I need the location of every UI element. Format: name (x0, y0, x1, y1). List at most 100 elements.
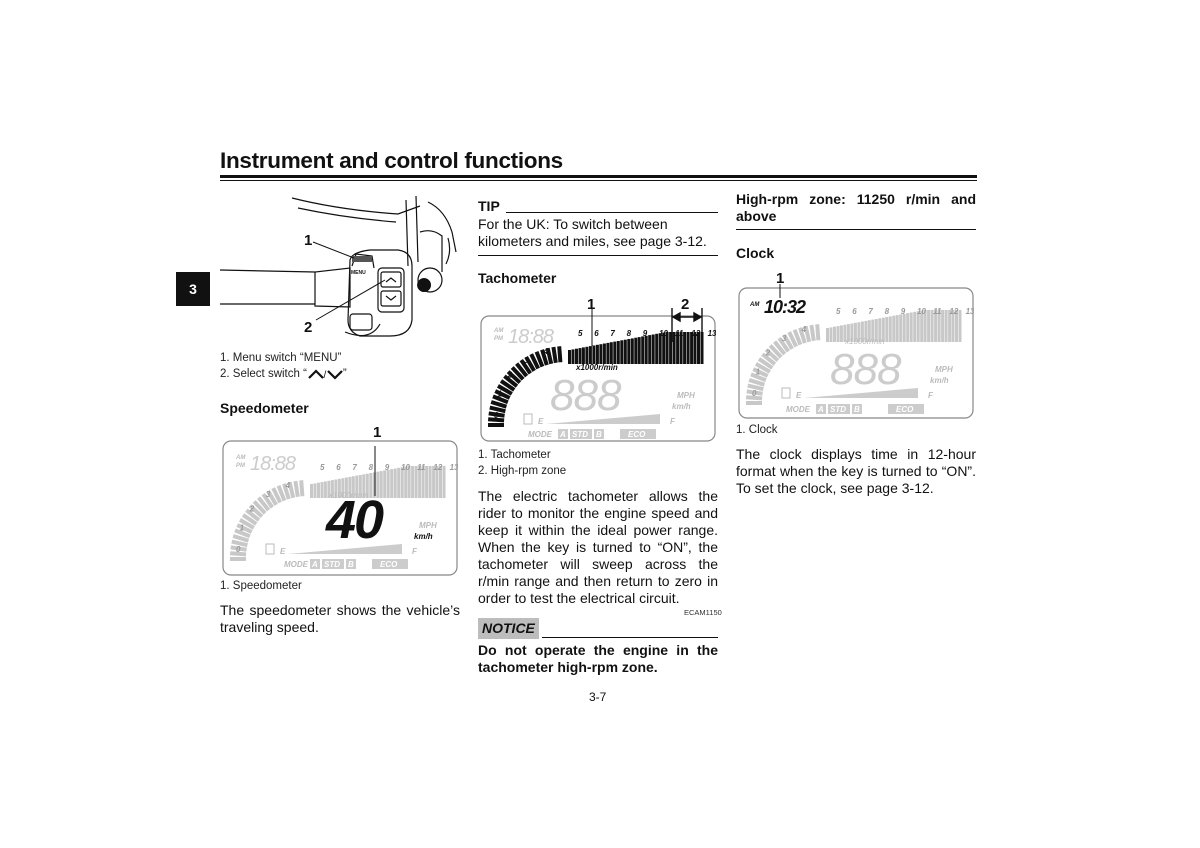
tach-bar (815, 324, 821, 341)
tach-tick-label: 6 (336, 463, 341, 472)
speedometer-callout: 1 (373, 424, 382, 441)
tach-bar (341, 478, 345, 498)
tachometer-description: The electric tachometer allows the rider… (478, 488, 718, 606)
mode-b: B (596, 430, 602, 439)
eco-indicator: ECO (380, 560, 398, 569)
tach-bar (358, 475, 362, 498)
notice-rule (542, 637, 718, 638)
tach-bar (641, 336, 645, 364)
tach-bar (383, 470, 387, 498)
tach-tick-label: 2 (765, 349, 771, 358)
tach-bar (860, 321, 864, 342)
mph-unit-label: MPH (677, 391, 695, 400)
tachometer-heading: Tachometer (478, 270, 557, 286)
tach-tick-label: 6 (852, 307, 857, 316)
tach-bar (231, 539, 248, 548)
pm-indicator: PM (236, 463, 246, 469)
tach-tick-label: 9 (385, 463, 390, 472)
tach-bar (606, 342, 610, 364)
callout-2: 2 (304, 319, 312, 336)
mode-label: MODE (528, 430, 553, 439)
fuel-f-label: F (670, 417, 676, 426)
tach-bar (407, 466, 411, 498)
tach-bar (672, 332, 676, 364)
tach-bar (902, 313, 906, 342)
tach-tick-label: 1 (240, 524, 245, 533)
tach-tick-label: 13 (966, 307, 974, 316)
title-rule (220, 175, 977, 178)
eco-indicator: ECO (896, 405, 914, 414)
tach-bar (248, 504, 264, 519)
tach-tick-label: 13 (450, 463, 458, 472)
tach-bar (757, 357, 774, 370)
pm-indicator: PM (494, 336, 504, 342)
tach-bar (362, 474, 366, 498)
tach-bar (442, 466, 446, 498)
tach-bar (885, 317, 889, 342)
tach-bar (439, 466, 442, 498)
tach-tick-label: 10 (659, 329, 668, 338)
tach-bar (944, 310, 948, 342)
tach-bar (909, 312, 913, 342)
am-indicator: AM (235, 455, 246, 461)
tach-bar (245, 508, 261, 522)
mode-std: STD (830, 405, 846, 414)
tach-bar (588, 346, 592, 364)
tach-tick-label: 12 (433, 463, 442, 472)
tach-bar (602, 343, 606, 364)
tach-bar (895, 315, 899, 342)
tach-bar (487, 417, 505, 423)
tach-tick-label: 1 (498, 390, 503, 399)
tach-tick-label: 5 (578, 329, 583, 338)
notice-label: NOTICE (478, 618, 539, 639)
tach-tick-label: 12 (691, 329, 700, 338)
mode-label: MODE (786, 405, 811, 414)
tach-bar (697, 332, 700, 364)
tachometer-callout-2: 2 (681, 296, 690, 313)
tach-bar (496, 384, 513, 396)
tach-bar (679, 332, 683, 364)
mode-a: A (817, 405, 824, 414)
tach-bar (745, 395, 763, 401)
tach-bar (238, 518, 255, 530)
page-number: 3-7 (589, 690, 607, 704)
mph-unit-label: MPH (935, 365, 953, 374)
tach-bar (658, 333, 662, 364)
tip-label: TIP (478, 198, 500, 214)
tach-tick-label: 12 (949, 307, 958, 316)
mode-b: B (854, 405, 860, 414)
tach-bar (257, 496, 271, 512)
chapter-tab: 3 (176, 272, 210, 306)
tach-bar (829, 327, 833, 342)
tach-bar (330, 480, 334, 498)
tach-bar (282, 483, 291, 500)
up-down-chevron-icon: / (308, 369, 343, 380)
tach-bar (575, 348, 578, 364)
tach-bar (317, 482, 320, 498)
tach-bar-group (487, 332, 704, 427)
tach-bar (348, 476, 352, 498)
tach-bar (630, 338, 634, 364)
tach-bar (320, 482, 324, 498)
tach-bar (655, 333, 659, 364)
tach-bar (510, 366, 525, 381)
clock-value: 10:32 (764, 297, 806, 317)
kmh-unit-label: km/h (414, 532, 433, 541)
tach-bar (490, 400, 508, 409)
tach-bar (515, 362, 529, 378)
tach-bar (846, 324, 850, 342)
tach-bar (616, 341, 620, 364)
tach-bar (293, 480, 300, 498)
tach-bar (310, 484, 313, 498)
tach-bar (803, 325, 812, 343)
tach-bar (874, 319, 878, 342)
rpm-unit-label: x1000r/min (328, 491, 369, 500)
tach-bar (843, 324, 847, 342)
clock-digits: 18:88 (508, 326, 554, 348)
tach-bar (494, 389, 511, 400)
figure-caption-menu-switch: 1. Menu switch “MENU” (220, 352, 342, 364)
tach-bar (951, 310, 955, 342)
tach-bar (934, 310, 938, 342)
tach-bar (492, 394, 509, 405)
tach-bar (499, 379, 516, 392)
